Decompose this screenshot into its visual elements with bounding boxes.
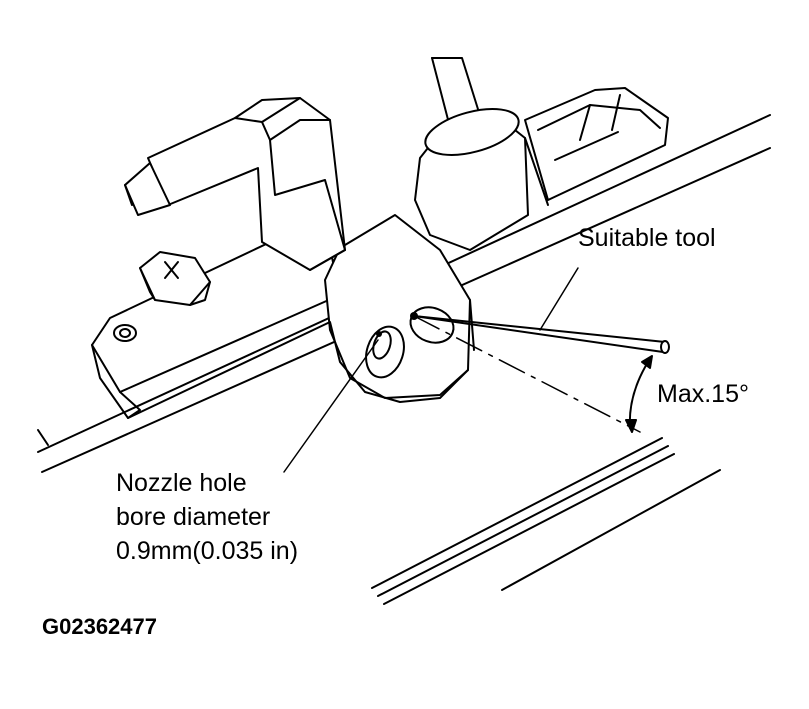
angle-indicator — [413, 315, 653, 433]
panel-clip — [524, 87, 669, 201]
nozzle-label-line3: 0.9mm(0.035 in) — [116, 537, 299, 565]
nozzle-hole-label: Nozzle hole bore diameter 0.9mm(0.035 in… — [116, 466, 298, 568]
suitable-tool-label: Suitable tool — [578, 224, 716, 252]
hose-pipe — [414, 57, 549, 251]
figure-code: G02362477 — [42, 614, 157, 639]
nozzle-label-line1: Nozzle hole — [116, 469, 247, 497]
max-angle-label: Max.15° — [657, 380, 749, 408]
nozzle-label-line2: bore diameter — [116, 503, 271, 531]
hex-bolt — [139, 251, 211, 306]
nozzle-leader — [283, 339, 379, 473]
hose-connector — [124, 97, 346, 271]
needle-tool — [413, 267, 670, 354]
